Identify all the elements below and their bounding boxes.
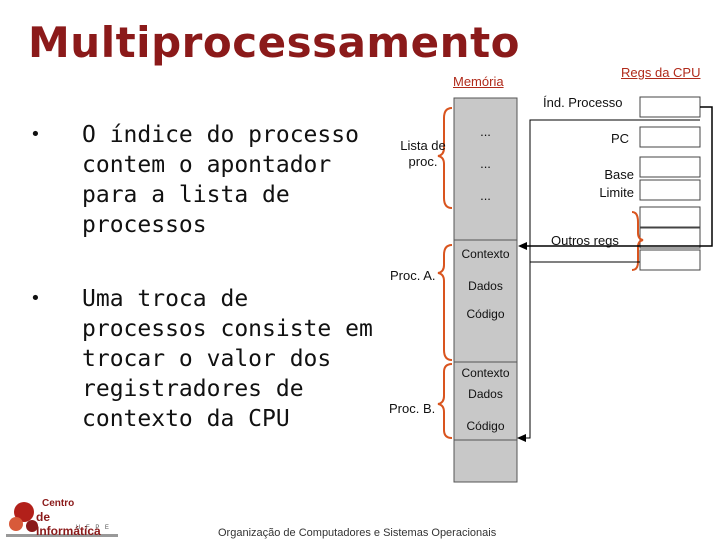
cpu-header: Regs da CPU bbox=[621, 65, 701, 80]
bullet-item: • O índice do processo contem o apontado… bbox=[30, 120, 360, 250]
proc-b-dados: Dados bbox=[468, 387, 503, 401]
register-other bbox=[639, 249, 701, 271]
footer-text: Organização de Computadores e Sistemas O… bbox=[218, 527, 497, 539]
arrow-head-icon bbox=[517, 434, 526, 442]
base-limit-label: Base Limite bbox=[599, 167, 634, 200]
register-other bbox=[639, 206, 701, 228]
register-limit bbox=[639, 179, 701, 201]
proc-b-label: Proc. B. bbox=[389, 401, 436, 416]
logo-line3: U F P E bbox=[76, 525, 111, 531]
cpu-brace bbox=[631, 211, 644, 271]
arrow-head-icon bbox=[518, 242, 527, 250]
list-label: Lista de proc. bbox=[400, 138, 446, 169]
proc-b-contexto: Contexto bbox=[461, 366, 510, 380]
register-pc bbox=[639, 126, 701, 148]
bullet-item: • Uma troca de processos consiste em tro… bbox=[30, 284, 373, 444]
proc-b-codigo: Código bbox=[466, 419, 505, 433]
regs-link bbox=[519, 261, 640, 439]
proc-a-brace bbox=[437, 244, 453, 361]
index-label: Índ. Processo bbox=[543, 95, 623, 110]
register-base bbox=[639, 156, 701, 178]
register-index bbox=[639, 96, 701, 118]
register-other bbox=[639, 227, 701, 249]
list-cell: ... bbox=[480, 188, 491, 203]
index-arrow bbox=[520, 106, 713, 247]
memory-header: Memória bbox=[453, 74, 504, 89]
logo-line1: Centro bbox=[42, 498, 75, 509]
proc-a-label: Proc. A. bbox=[390, 268, 436, 283]
proc-b-brace bbox=[437, 363, 453, 439]
slide-title: Multiprocessamento bbox=[28, 18, 520, 67]
bullet-text: Uma troca de processos consiste em troca… bbox=[82, 286, 373, 432]
logo-line2: de Informática bbox=[36, 510, 101, 538]
pc-label: PC bbox=[611, 131, 630, 146]
bullet-dot-icon: • bbox=[30, 288, 41, 309]
memory-column bbox=[453, 97, 518, 483]
other-regs-label: Outros regs bbox=[551, 233, 619, 248]
bullet-text: O índice do processo contem o apontador … bbox=[82, 122, 359, 238]
list-cell: ... bbox=[480, 156, 491, 171]
cin-logo: Centro de Informática U F P E bbox=[6, 496, 118, 538]
list-brace bbox=[437, 107, 453, 209]
proc-a-contexto: Contexto bbox=[461, 247, 510, 261]
proc-a-dados: Dados bbox=[468, 279, 503, 293]
list-cell: ... bbox=[480, 124, 491, 139]
bullet-dot-icon: • bbox=[30, 124, 41, 145]
proc-a-codigo: Código bbox=[466, 307, 505, 321]
logo-emblem-icon bbox=[6, 502, 118, 537]
